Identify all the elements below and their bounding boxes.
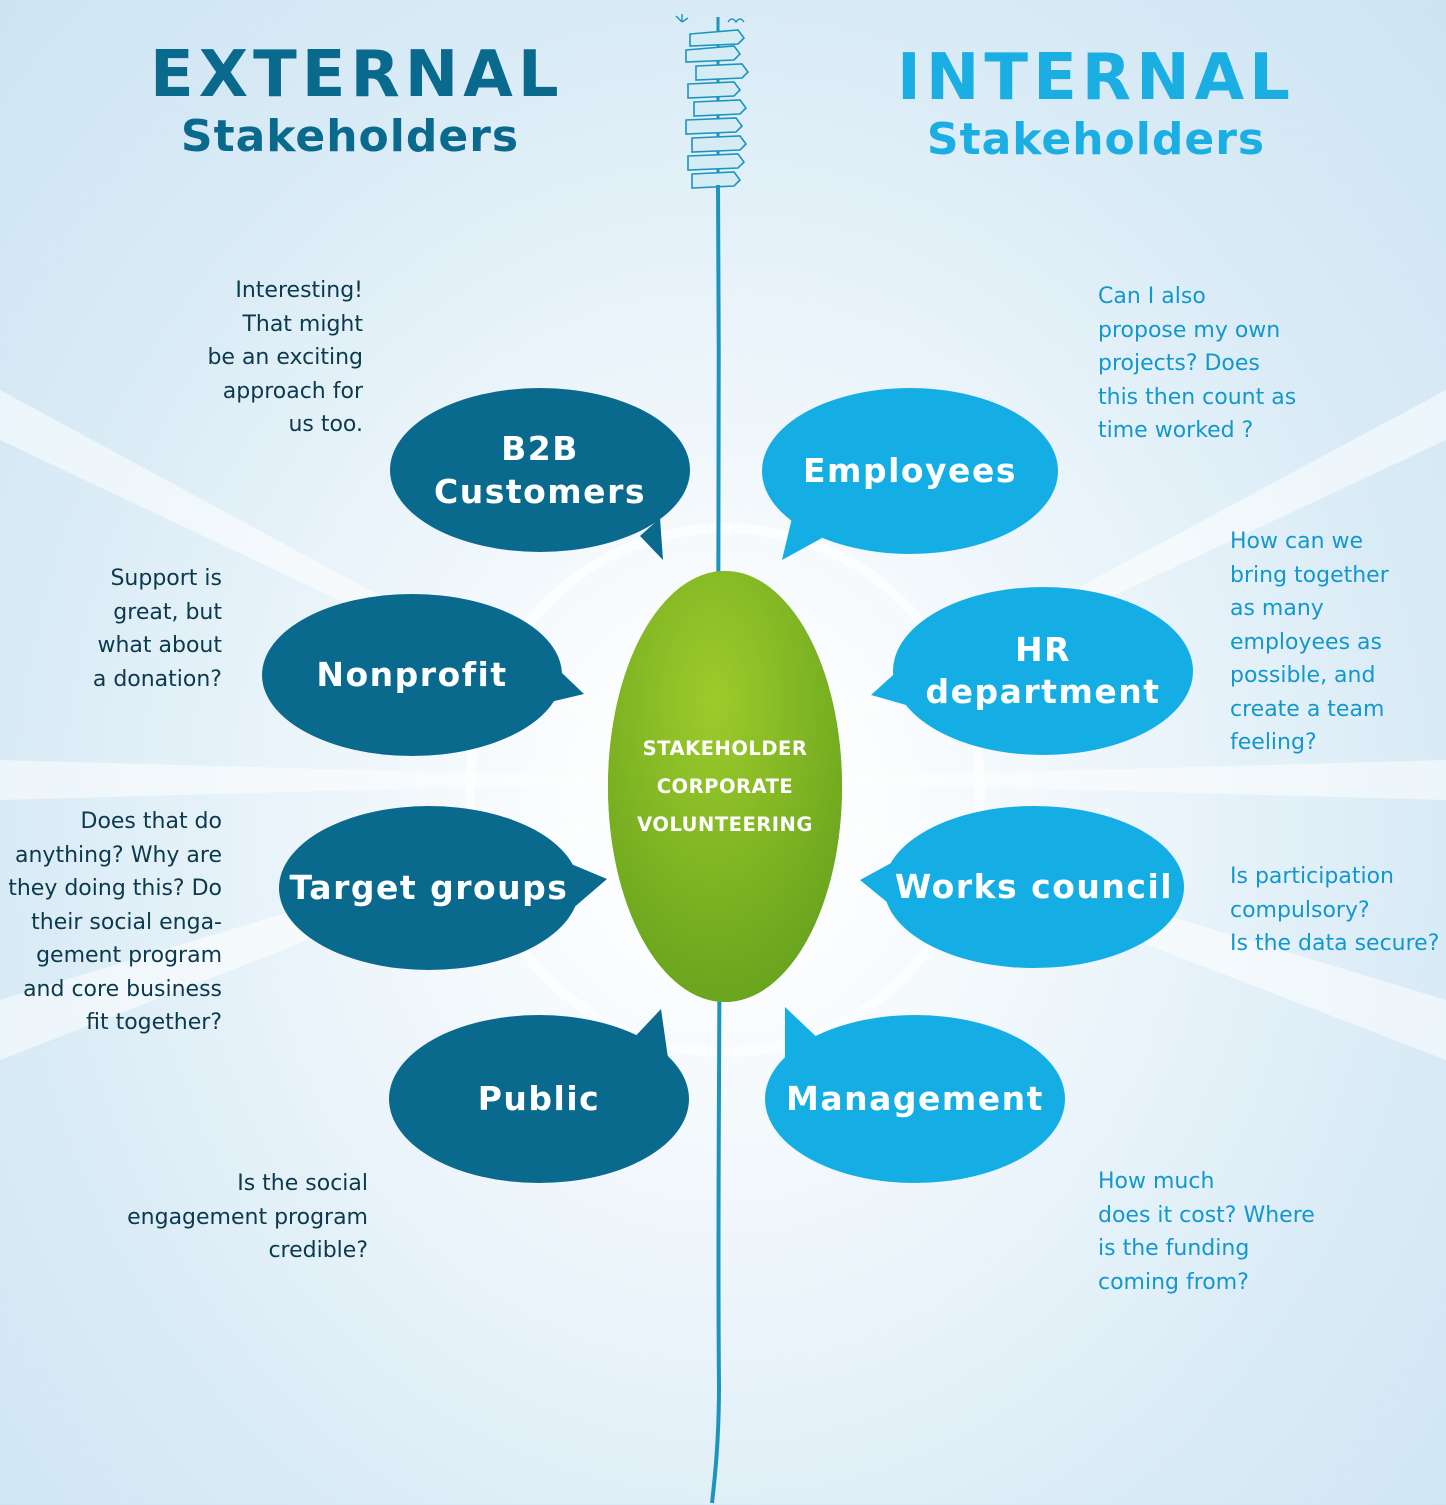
center-ellipse: STAKEHOLDER CORPORATE VOLUNTEERING — [608, 571, 842, 1002]
question-target-groups: Does that do anything? Why are they doin… — [8, 809, 222, 1035]
question-hr-department: How can we bring together as many employ… — [1230, 529, 1389, 755]
question-employees: Can I also propose my own projects? Does… — [1098, 284, 1297, 443]
bubble-management: Management — [765, 1007, 1065, 1183]
bubble-label: Management — [786, 1078, 1044, 1118]
bubble-hr-department: HR department — [871, 587, 1193, 755]
bubble-public: Public — [389, 1009, 689, 1183]
question-management: How much does it cost? Where is the fund… — [1098, 1169, 1315, 1295]
question-public: Is the social engagement program credibl… — [127, 1171, 368, 1263]
external-title-small: Stakeholders — [180, 110, 520, 162]
bubble-employees: Employees — [762, 388, 1058, 560]
bubble-label: Works council — [894, 867, 1174, 907]
question-nonprofit: Support is great, but what about a donat… — [92, 566, 222, 692]
bubble-nonprofit: Nonprofit — [262, 594, 584, 756]
bubble-label: Target groups — [289, 868, 569, 908]
bubble-label: HR department — [925, 629, 1161, 711]
bubble-label: B2B Customers — [434, 429, 646, 511]
signpost-icon — [675, 14, 750, 192]
question-b2b-customers: Interesting! That might be an exciting a… — [207, 278, 363, 437]
external-title-big: EXTERNAL — [150, 38, 564, 112]
internal-title-big: INTERNAL — [897, 41, 1295, 115]
bubble-target-groups: Target groups — [279, 806, 607, 971]
bubble-works-council: Works council — [860, 806, 1184, 969]
bubble-label: Employees — [803, 451, 1017, 491]
internal-title-small: Stakeholders — [926, 113, 1266, 165]
bubble-label: Nonprofit — [316, 654, 508, 694]
bubble-b2b-customers: B2B Customers — [390, 388, 690, 560]
center-label: STAKEHOLDER CORPORATE VOLUNTEERING — [637, 736, 813, 836]
bubble-label: Public — [477, 1078, 601, 1118]
external-title: EXTERNAL Stakeholders — [150, 38, 564, 162]
internal-title: INTERNAL Stakeholders — [896, 41, 1296, 165]
question-works-council: Is participation compulsory? Is the data… — [1230, 864, 1440, 956]
